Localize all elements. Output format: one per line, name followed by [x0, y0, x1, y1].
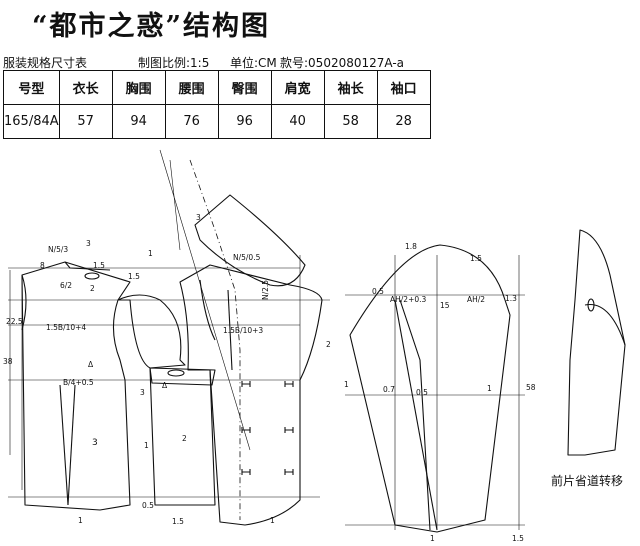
label-sleeve-05: 0.5	[372, 287, 384, 296]
size-table: 号型 衣长 胸围 腰围 臀围 肩宽 袖长 袖口 165/84A 57 94 76…	[3, 70, 431, 139]
label-one-b: 1	[144, 441, 149, 450]
label-sleeve-ah2: AH/2	[467, 295, 485, 304]
label-two-c: 2	[182, 434, 187, 443]
label-eight: 8	[40, 261, 45, 270]
size-table-row: 165/84A 57 94 76 96 40 58 28	[3, 104, 431, 139]
dart-transfer-caption: 前片省道转移	[551, 474, 624, 488]
label-three-b: 3	[196, 213, 201, 222]
button-marks	[241, 381, 294, 475]
label-n53: N/5/3	[48, 245, 68, 254]
side-panel-body	[149, 367, 216, 506]
cell-hip: 96	[217, 104, 272, 139]
collar-piece	[194, 194, 306, 287]
dart-hole	[587, 298, 595, 312]
label-b10: 1.5B/10+4	[46, 323, 86, 332]
cell-shoulder: 40	[270, 104, 325, 139]
label-thirtyeight: 38	[3, 357, 13, 366]
label-fifteen-b: 1.5	[172, 517, 184, 526]
label-delta-b: Δ	[162, 381, 168, 390]
label-three-d: 3	[92, 438, 98, 448]
front-bodice-outline	[179, 264, 323, 526]
label-one-a: 1	[148, 249, 153, 258]
header-cell-waist: 腰围	[164, 70, 219, 105]
pocket-flap	[149, 367, 216, 386]
cell-waist: 76	[164, 104, 219, 139]
side-panel-armhole	[117, 294, 186, 369]
label-one-fifteen: 1.5	[128, 272, 140, 281]
cell-sleeve-length: 58	[323, 104, 378, 139]
label-sleeve-ah: AH/2+0.3	[390, 295, 427, 304]
label-sleeve-05b: 0.5	[416, 388, 428, 397]
pocket-hole	[167, 369, 185, 377]
pocket-hole	[84, 272, 100, 280]
label-sleeve-1: 1	[344, 380, 349, 389]
label-zero5-a: 0.5	[142, 501, 154, 510]
label-sleeve-07: 0.7	[383, 385, 395, 394]
label-b4: B/4+0.5	[63, 378, 94, 387]
label-sleeve-18: 1.8	[405, 242, 417, 251]
label-nzero5: N/5/0.5	[233, 253, 261, 262]
label-sleeve-15b: 15	[440, 301, 450, 310]
style-number: 款号:0502080127A-a	[280, 56, 405, 70]
sleeve-seam	[394, 299, 438, 531]
header-cell-cuff: 袖口	[376, 70, 431, 105]
header-cell-sleeve-length: 袖长	[323, 70, 378, 105]
label-sleeve-15c: 1.5	[512, 534, 524, 543]
header-cell-hip: 臀围	[217, 70, 272, 105]
construction-lines	[8, 149, 525, 530]
back-neckline	[64, 261, 111, 271]
drawing-scale: 制图比例:1:5	[138, 56, 210, 70]
sleeve-outline	[349, 244, 511, 533]
label-three-a: 3	[86, 239, 91, 248]
back-armhole-curve	[21, 274, 27, 331]
label-fifteen-a: 1.5	[93, 261, 105, 270]
label-two-a: 2	[90, 284, 95, 293]
size-table-name: 服装规格尺寸表	[3, 56, 88, 70]
size-table-header-row: 号型 衣长 胸围 腰围 臀围 肩宽 袖长 袖口	[3, 70, 431, 105]
label-sleeve-15: 1.5	[470, 254, 482, 263]
label-two-b: 2	[326, 340, 331, 349]
label-twentytwo5: 22.5	[6, 317, 23, 326]
dart-transfer-piece	[567, 229, 626, 456]
back-dart	[59, 384, 69, 506]
unit-label: 单位:CM	[230, 56, 277, 70]
label-n25: N/2.5	[261, 280, 270, 300]
header-cell-bust: 胸围	[111, 70, 166, 105]
cell-size: 165/84A	[3, 104, 60, 139]
cell-cuff: 28	[376, 104, 431, 139]
label-b10b: 1.5B/10+3	[223, 326, 263, 335]
diagram-labels: N/5/3 3 1.5 8 1 2 6/2 1.5 N/5/0.5 3 N/2.…	[3, 213, 536, 543]
label-sleeve-13: 1.3	[505, 294, 517, 303]
label-sleeve-58: 58	[526, 383, 536, 392]
label-sleeve-1b: 1	[487, 384, 492, 393]
label-three-c: 3	[140, 388, 145, 397]
label-one-d: 1	[270, 516, 275, 525]
label-one-c: 1	[78, 516, 83, 525]
page-title: “都市之惑”结构图	[32, 11, 271, 42]
label-sleeve-1c: 1	[430, 534, 435, 543]
label-delta-a: Δ	[88, 360, 94, 369]
label-six-two: 6/2	[60, 281, 72, 290]
header-cell-shoulder: 肩宽	[270, 70, 325, 105]
